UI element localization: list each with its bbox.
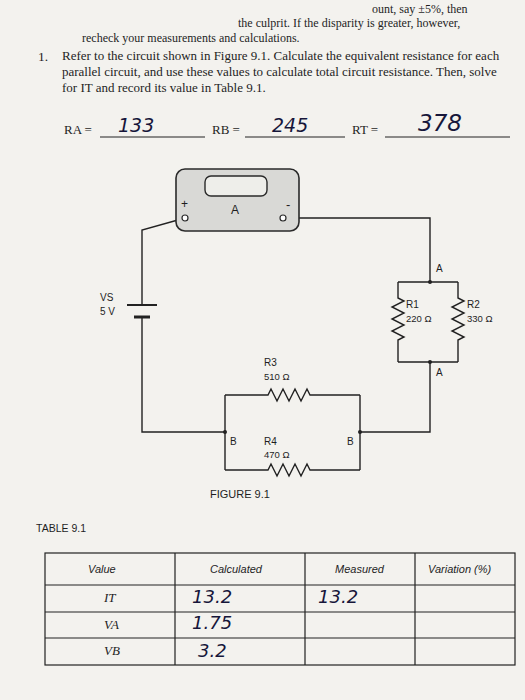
resistor-label: R1	[406, 299, 419, 311]
handwritten-value: 13.2	[192, 586, 232, 608]
row-label: VB	[104, 643, 120, 659]
table-header: Measured	[335, 563, 384, 576]
source-value: 5 V	[100, 306, 115, 318]
node-label: A	[436, 263, 443, 275]
table-grid	[45, 553, 515, 665]
table-header: Value	[88, 563, 116, 576]
wires	[45, 137, 515, 665]
resistor-label: R3	[264, 357, 277, 369]
wire	[283, 218, 458, 282]
table-title: TABLE 9.1	[36, 522, 86, 535]
terminal	[280, 215, 286, 221]
resistor-symbol	[225, 464, 360, 476]
resistor-symbol	[225, 389, 360, 401]
handwritten-value: 1.75	[192, 612, 232, 634]
resistor-value: 220 Ω	[406, 313, 432, 324]
ammeter-symbol	[175, 168, 300, 232]
terminal-sign: +	[181, 198, 188, 210]
handwritten-value: 378	[418, 110, 462, 138]
meter-unit: A	[231, 204, 239, 216]
equation-label: RB =	[212, 122, 240, 138]
figure-caption: FIGURE 9.1	[210, 488, 270, 501]
table-header: Variation (%)	[428, 563, 491, 576]
equation-label: RT =	[352, 122, 378, 138]
meter-display	[205, 176, 267, 196]
resistor-label: R4	[264, 436, 277, 448]
ammeter-box: A + -	[175, 168, 300, 232]
header-text: ount, say ±5%, then	[372, 2, 468, 16]
source-label: VS	[100, 292, 113, 304]
battery-symbol	[127, 304, 157, 306]
wire	[225, 395, 360, 470]
question-number: 1.	[38, 49, 48, 65]
resistor-value: 330 Ω	[467, 313, 493, 324]
handwritten-value: 3.2	[198, 640, 227, 662]
question-text: Refer to the circuit shown in Figure 9.1…	[62, 48, 514, 96]
handwritten-value: 13.2	[318, 586, 358, 608]
resistor-label: R2	[467, 299, 480, 311]
node-label: B	[230, 436, 237, 448]
handwritten-value: 245	[272, 114, 308, 137]
header-text: recheck your measurements and calculatio…	[82, 31, 300, 45]
equation-label: RA =	[64, 122, 92, 138]
terminal-sign: -	[286, 198, 290, 211]
row-label: IT	[104, 590, 116, 606]
resistor-value: 470 Ω	[264, 449, 290, 460]
wire	[360, 362, 458, 432]
handwritten-value: 133	[118, 114, 154, 137]
node-label: A	[436, 367, 443, 379]
resistor-symbol	[392, 282, 404, 362]
header-text: the culprit. If the disparity is greater…	[238, 16, 460, 30]
resistor-symbol	[452, 282, 464, 362]
node-label: B	[347, 436, 354, 448]
row-label: VA	[104, 617, 119, 633]
terminal	[182, 215, 188, 221]
wire	[142, 218, 225, 432]
battery-symbol	[134, 316, 150, 319]
resistor-value: 510 Ω	[264, 371, 290, 382]
table-header: Calculated	[210, 563, 262, 576]
